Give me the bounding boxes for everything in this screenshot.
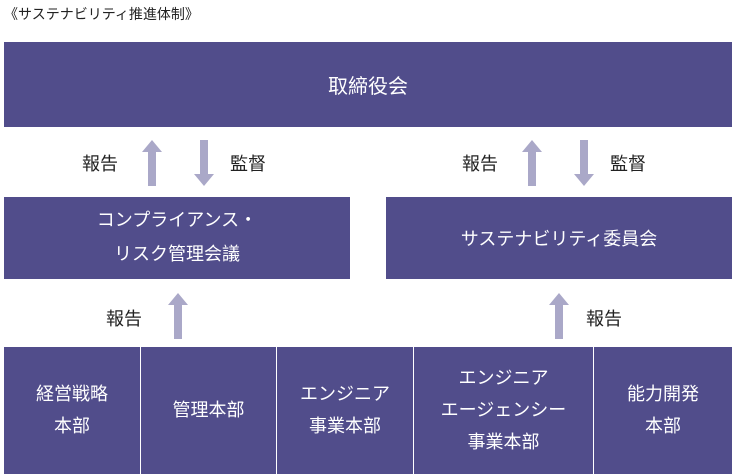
board-of-directors-box: 取締役会 xyxy=(4,42,732,127)
down-arrow-icon xyxy=(574,140,594,186)
up-arrow-icon xyxy=(522,140,542,186)
report-label-right: 報告 xyxy=(462,154,498,175)
up-arrow-icon xyxy=(168,293,188,339)
dept-engineer-agency-business: エンジニア エージェンシー 事業本部 xyxy=(414,347,594,474)
dept-corporate-strategy: 経営戦略 本部 xyxy=(4,347,141,474)
supervise-label-left: 監督 xyxy=(230,154,266,175)
up-arrow-icon xyxy=(142,140,162,186)
compliance-risk-committee-box: コンプライアンス・ リスク管理会議 xyxy=(4,197,350,279)
dept-administration: 管理本部 xyxy=(141,347,277,474)
report-label-dept-left: 報告 xyxy=(106,309,142,330)
up-arrow-icon xyxy=(549,293,569,339)
down-arrow-icon xyxy=(194,140,214,186)
report-label-left: 報告 xyxy=(82,154,118,175)
sustainability-committee-box: サステナビリティ委員会 xyxy=(386,197,732,279)
diagram-caption: 《サステナビリティ推進体制》 xyxy=(4,7,199,23)
supervise-label-right: 監督 xyxy=(610,154,646,175)
dept-capability-development: 能力開発 本部 xyxy=(627,383,699,437)
report-label-dept-right: 報告 xyxy=(586,309,622,330)
dept-engineer-business: エンジニア 事業本部 xyxy=(277,347,414,474)
departments-row: 経営戦略 本部 管理本部 エンジニア 事業本部 エンジニア エージェンシー 事業… xyxy=(4,347,732,474)
